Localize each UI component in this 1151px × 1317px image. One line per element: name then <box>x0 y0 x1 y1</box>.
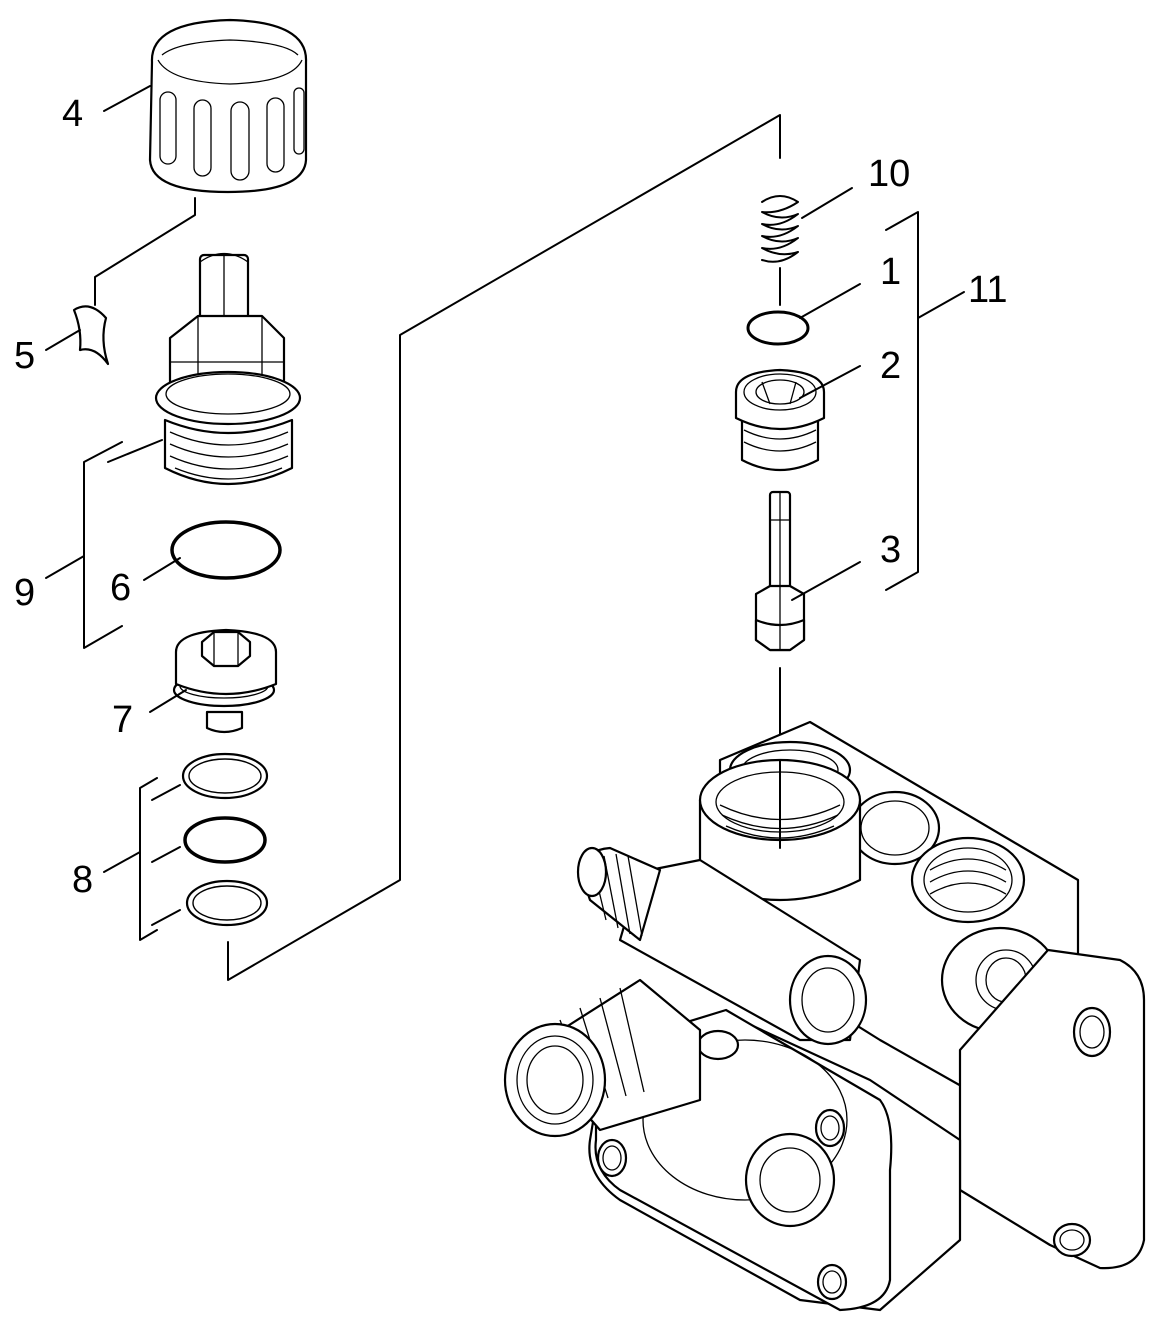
callout-2: 2 <box>880 345 901 387</box>
valve-stem-part-3 <box>754 490 806 652</box>
o-ring-part-1 <box>746 310 810 346</box>
seal-part-5 <box>72 305 110 366</box>
assembly-lines <box>94 114 781 981</box>
cap-part-4 <box>148 18 308 194</box>
callout-6: 6 <box>110 567 131 609</box>
spring-part-10 <box>761 195 799 263</box>
callout-9: 9 <box>14 572 35 614</box>
valve-body-part-9 <box>154 252 302 486</box>
callout-10: 10 <box>868 153 910 195</box>
callout-1: 1 <box>880 251 901 293</box>
bracket-11 <box>885 211 919 591</box>
leader-lines <box>45 85 965 873</box>
callouts: 4 5 9 6 7 8 10 1 11 2 3 <box>14 93 1007 901</box>
callout-3: 3 <box>880 529 901 571</box>
valve-seat-part-2 <box>734 368 826 472</box>
o-ring-part-6 <box>170 520 282 580</box>
ring-set-part-8 <box>181 752 269 927</box>
bracket-9 <box>83 441 123 649</box>
plug-part-7 <box>172 628 278 734</box>
callout-8: 8 <box>72 859 93 901</box>
pump-head-housing <box>503 720 1146 1312</box>
callout-5: 5 <box>14 335 35 377</box>
bracket-8 <box>139 777 181 941</box>
callout-11: 11 <box>968 269 1007 311</box>
callout-4: 4 <box>62 93 83 135</box>
callout-7: 7 <box>112 699 133 741</box>
